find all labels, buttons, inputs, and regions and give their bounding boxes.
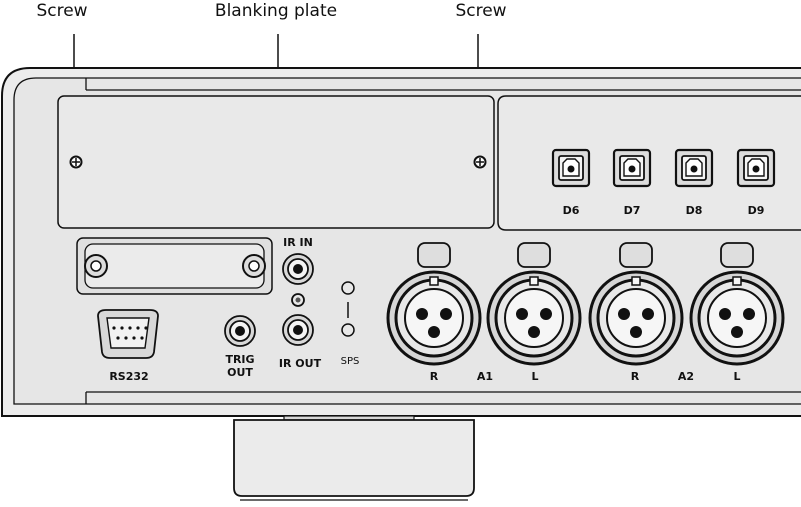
optical-label-d8: D8 [686, 204, 703, 217]
blanking-plate [57, 95, 495, 229]
small-blanking-plate [76, 237, 273, 295]
chassis-foot [233, 415, 475, 501]
optical-inputs: D6 D7 D8 D9 [551, 148, 776, 217]
xlr-a1-right-label: L [531, 370, 538, 383]
trig-out-jack [224, 315, 256, 347]
xlr-a2-l-connector [689, 242, 785, 366]
xlr-a1-r-connector [386, 242, 482, 366]
ir-out-label: IR OUT [279, 357, 322, 370]
callout-blanking-plate: Blanking plate [215, 1, 337, 21]
optical-label-d6: D6 [563, 204, 580, 217]
xlr-inputs [386, 242, 785, 366]
optical-label-d7: D7 [624, 204, 641, 217]
ir-led-icon [291, 293, 305, 307]
xlr-a2-name-label: A2 [678, 370, 694, 383]
rs232-label: RS232 [109, 370, 148, 383]
xlr-a1-left-label: R [430, 370, 439, 383]
screw-left-icon [69, 155, 83, 169]
ir-in-jack [282, 253, 314, 285]
trig-out-label-line1: TRIG [225, 353, 254, 366]
xlr-a2-r-connector [588, 242, 684, 366]
xlr-a2-right-label: L [733, 370, 740, 383]
xlr-a1-l-connector [486, 242, 582, 366]
optical-label-d9: D9 [748, 204, 765, 217]
screw-right-icon [473, 155, 487, 169]
ir-out-jack [282, 314, 314, 346]
optical-input-d7: D7 [612, 148, 652, 217]
optical-input-d8: D8 [674, 148, 714, 217]
sps-label: SPS [341, 356, 360, 367]
sps-indicator [341, 281, 355, 337]
optical-input-d6: D6 [551, 148, 591, 217]
rs232-port [97, 309, 159, 359]
trig-out-label-line2: OUT [227, 366, 253, 379]
callout-screw-right: Screw [455, 1, 506, 21]
ir-in-label: IR IN [283, 236, 313, 249]
optical-input-d9: D9 [736, 148, 776, 217]
xlr-a2-left-label: R [631, 370, 640, 383]
xlr-a1-name-label: A1 [477, 370, 493, 383]
callout-screw-left: Screw [36, 1, 87, 21]
